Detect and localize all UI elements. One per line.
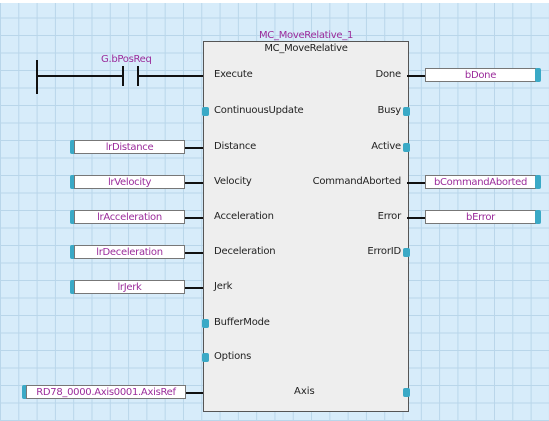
output-active-pin[interactable] (403, 143, 410, 152)
fb-type-name: MC_MoveRelative (264, 43, 348, 54)
var-error-cap (535, 210, 541, 224)
input-continuousupdate-label: ContinuousUpdate (214, 105, 304, 116)
contact-left-bar (122, 66, 124, 86)
function-block-body[interactable] (203, 41, 409, 412)
wire-velocity (185, 182, 203, 184)
var-commandaborted[interactable]: bCommandAborted (425, 175, 536, 189)
var-error[interactable]: bError (425, 210, 536, 224)
var-acceleration-cap (70, 210, 76, 224)
inout-axis-right-pin[interactable] (403, 388, 410, 397)
output-errorid-pin[interactable] (403, 248, 410, 257)
output-busy-label: Busy (377, 105, 401, 116)
output-commandaborted-label: CommandAborted (312, 176, 402, 187)
var-axis-cap (22, 385, 28, 399)
wire-axis (186, 392, 203, 394)
var-commandaborted-cap (535, 175, 541, 189)
output-done-label: Done (375, 69, 401, 80)
input-acceleration-label: Acceleration (214, 211, 274, 222)
input-options-label: Options (214, 351, 252, 362)
wire-distance (185, 147, 203, 149)
input-jerk-label: Jerk (214, 281, 233, 292)
output-active-label: Active (371, 141, 401, 152)
input-options-pin[interactable] (202, 353, 209, 362)
wire-done (407, 75, 425, 77)
left-power-rail (36, 60, 38, 94)
wire-jerk (185, 287, 203, 289)
contact-label[interactable]: G.bPosReq (101, 54, 152, 65)
input-deceleration-label: Deceleration (214, 246, 276, 257)
var-jerk-cap (70, 280, 76, 294)
output-busy-pin[interactable] (403, 107, 410, 116)
var-deceleration-cap (70, 245, 76, 259)
wire-acceleration (185, 217, 203, 219)
wire-error (407, 217, 425, 219)
input-buffermode-pin[interactable] (202, 319, 209, 328)
input-distance-label: Distance (214, 141, 257, 152)
wire-commandaborted (407, 182, 425, 184)
input-execute-label: Execute (214, 69, 253, 80)
var-jerk[interactable]: lrJerk (74, 280, 185, 294)
wire-deceleration (185, 252, 203, 254)
inout-axis-label: Axis (294, 386, 315, 397)
rung-wire-right (137, 75, 203, 77)
var-acceleration[interactable]: lrAcceleration (74, 210, 185, 224)
input-continuousupdate-pin[interactable] (202, 107, 209, 116)
var-done[interactable]: bDone (425, 68, 536, 82)
var-distance[interactable]: lrDistance (74, 140, 185, 154)
output-errorid-label: ErrorID (367, 246, 401, 257)
var-velocity[interactable]: lrVelocity (74, 175, 185, 189)
input-buffermode-label: BufferMode (214, 317, 270, 328)
fb-instance-name[interactable]: MC_MoveRelative_1 (258, 30, 354, 41)
var-velocity-cap (70, 175, 76, 189)
var-distance-cap (70, 140, 76, 154)
var-done-cap (535, 68, 541, 82)
rung-wire-left (36, 75, 122, 77)
var-deceleration[interactable]: lrDeceleration (74, 245, 185, 259)
input-velocity-label: Velocity (214, 176, 252, 187)
var-axis[interactable]: RD78_0000.Axis0001.AxisRef (26, 385, 186, 399)
output-error-label: Error (377, 211, 402, 222)
